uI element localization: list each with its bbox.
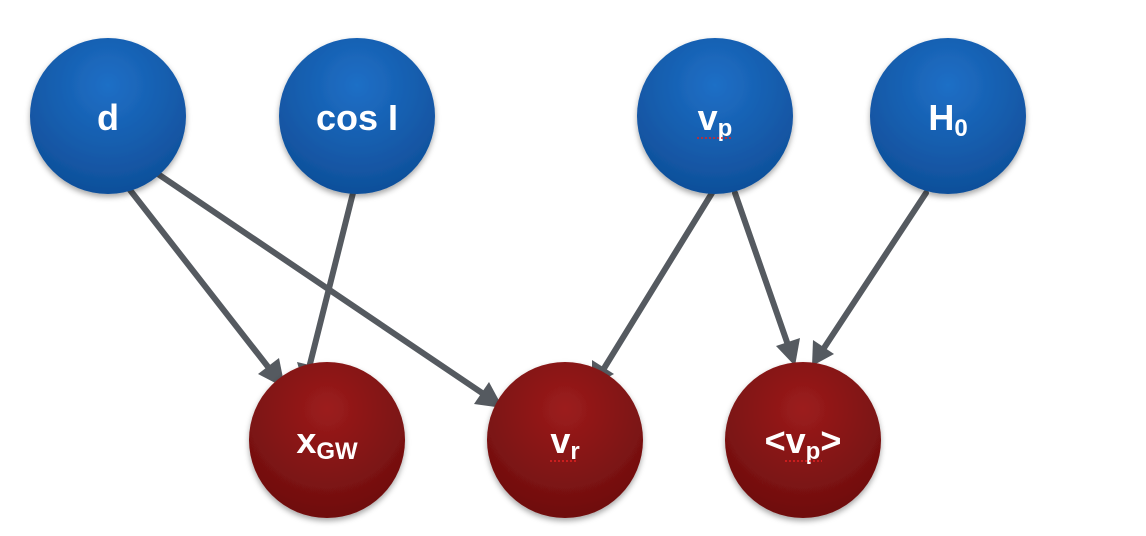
edge-h0-to-vpavg — [812, 190, 929, 366]
node-d: d — [30, 38, 186, 194]
node-cosi-label: cos I — [316, 97, 398, 138]
svg-text:<vp>: <vp> — [765, 420, 842, 465]
edge-vp-to-vpavg — [732, 190, 800, 366]
node-vp-label: v — [698, 97, 718, 138]
node-cosi: cos I — [279, 38, 435, 194]
svg-text:vr: vr — [550, 420, 579, 465]
node-h0-label: H — [928, 97, 954, 138]
node-h0: H0 — [870, 38, 1026, 194]
svg-text:xGW: xGW — [296, 420, 358, 465]
node-vp-subscript: p — [718, 115, 733, 142]
node-xgw: xGW — [249, 362, 405, 518]
node-vpavg-subscript: p — [806, 438, 821, 465]
svg-text:cos I: cos I — [316, 97, 398, 138]
node-vp: vp — [637, 38, 793, 194]
svg-text:vp: vp — [698, 97, 733, 142]
node-xgw-subscript: GW — [316, 438, 358, 465]
edge-vp-to-vr — [592, 190, 715, 386]
node-h0-subscript: 0 — [954, 115, 967, 142]
node-vpavg-label-open: <v — [765, 420, 806, 461]
node-vr-label: v — [550, 420, 570, 461]
node-vpavg-label-close: > — [820, 420, 841, 461]
node-xgw-label: x — [296, 420, 316, 461]
edge-d-to-vr — [152, 169, 503, 408]
node-d-label: d — [97, 97, 119, 138]
node-vpavg: <vp> — [725, 362, 881, 518]
svg-text:d: d — [97, 97, 119, 138]
node-vr: vr — [487, 362, 643, 518]
edge-d-to-xgw — [127, 187, 285, 388]
svg-text:H0: H0 — [928, 97, 967, 142]
node-vr-subscript: r — [570, 438, 579, 465]
